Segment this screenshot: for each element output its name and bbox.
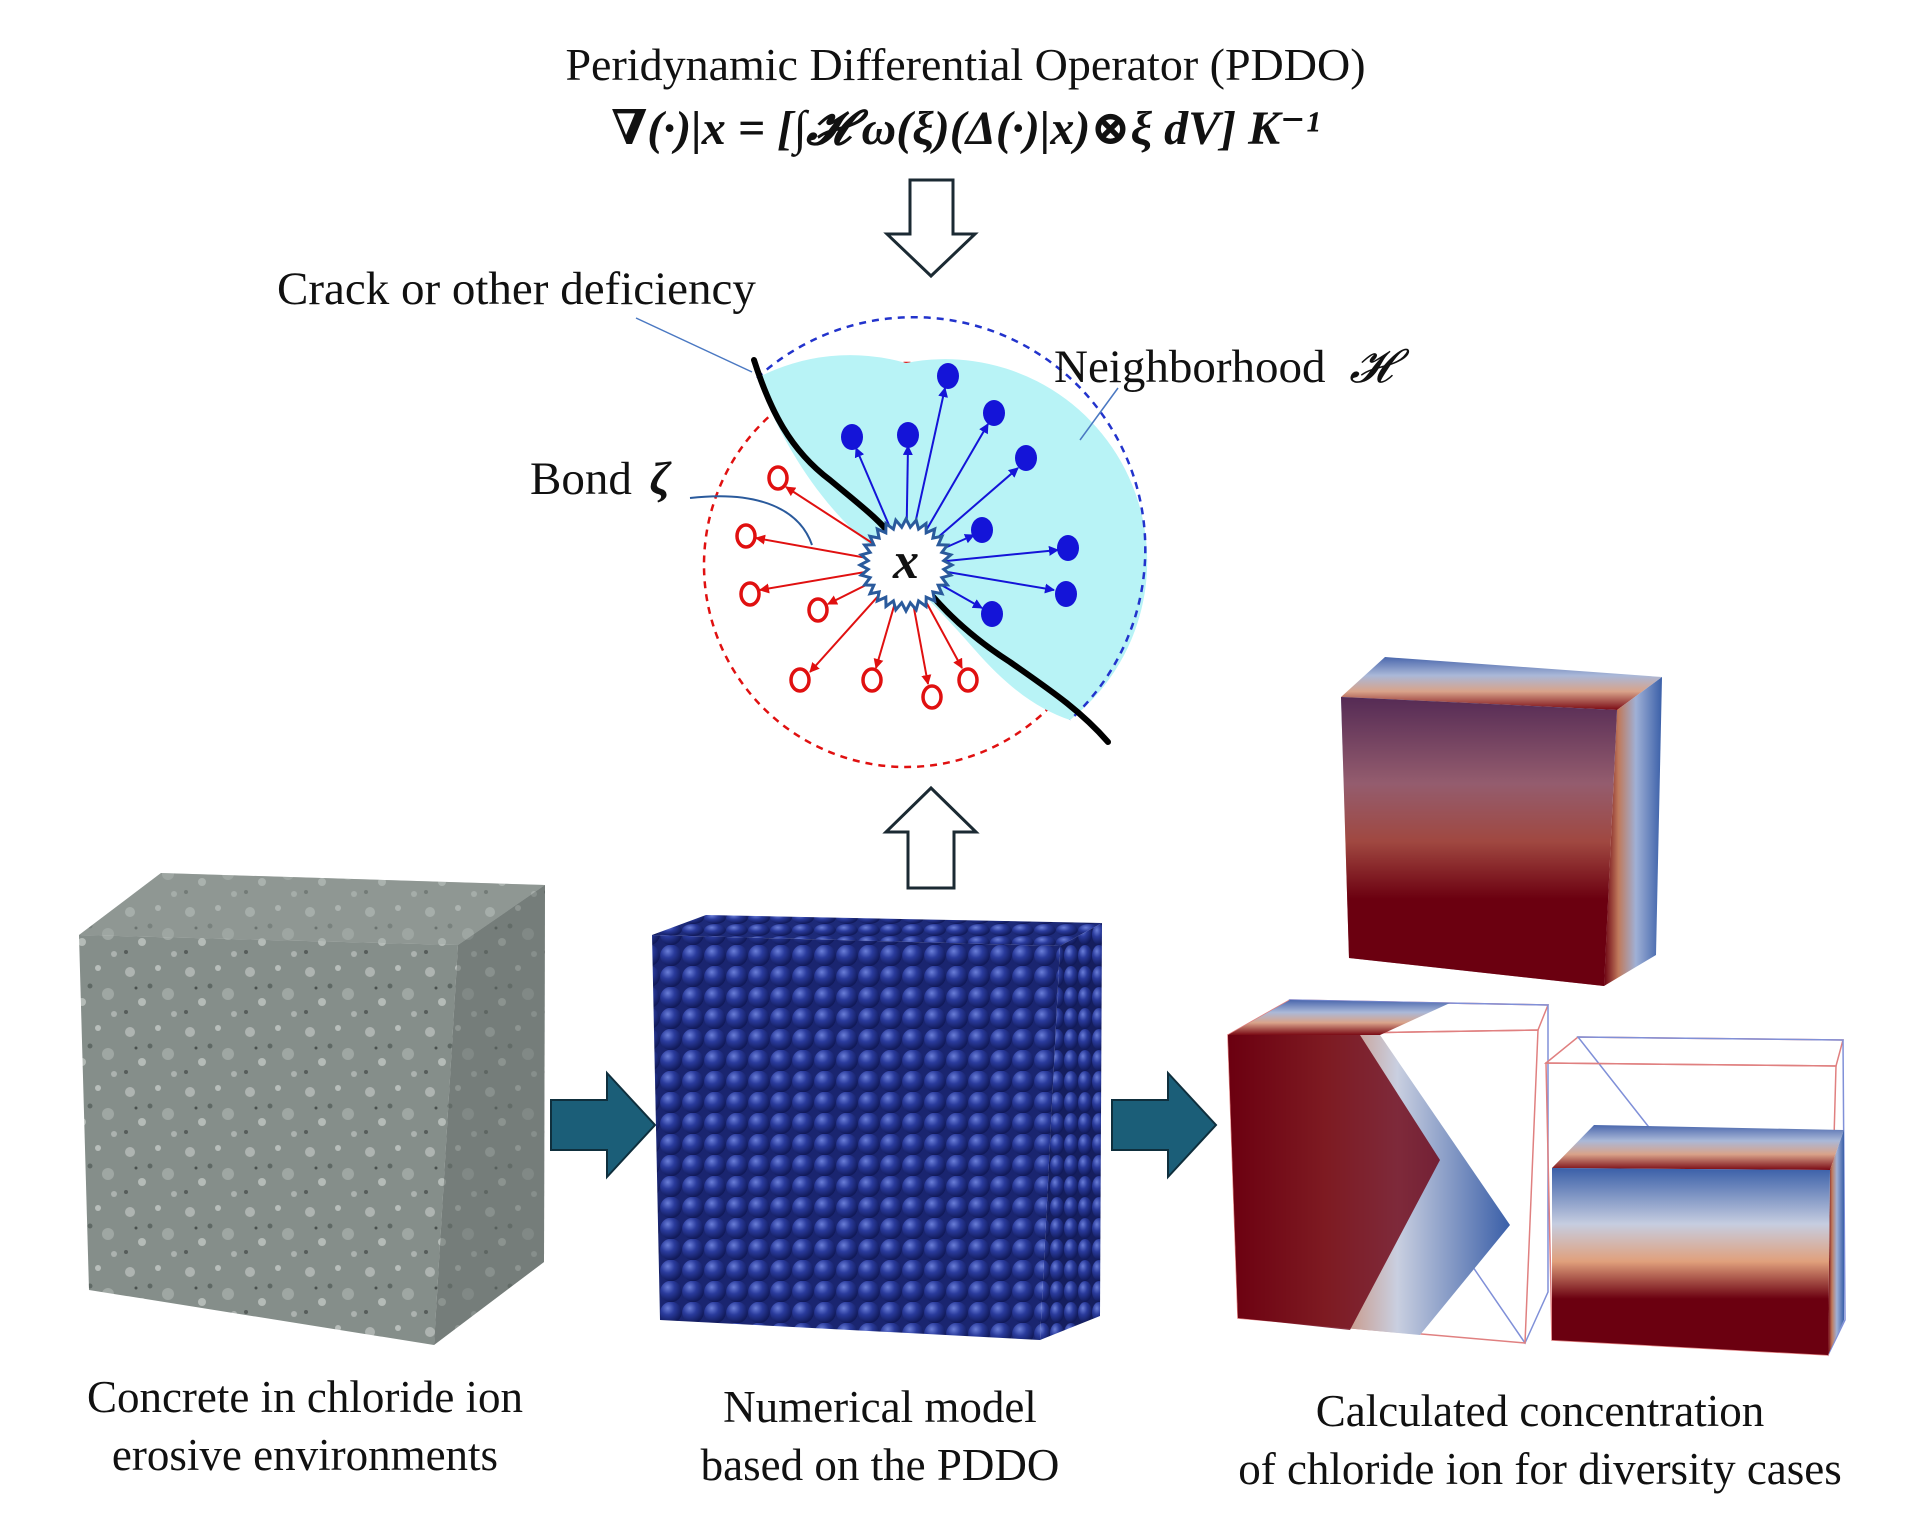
bond-symbol: ζ [649, 453, 671, 505]
neighborhood-label: Neighborhood 𝓗 [1054, 340, 1392, 395]
result-caption-line-2: of chloride ion for diversity cases [1238, 1444, 1842, 1494]
model-caption-line-2: based on the PDDO [700, 1440, 1060, 1490]
neighborhood-leader-line [1079, 387, 1119, 441]
concrete-caption-line-1: Concrete in chloride ion [86, 1372, 524, 1422]
flow-arrow-1 [550, 1070, 657, 1180]
intact-points [841, 363, 1079, 627]
flow-arrow-2 [1111, 1070, 1218, 1180]
particle-cube [652, 915, 1102, 1340]
hollow-down-arrow [883, 178, 979, 279]
pddo-formula: ∇(·)|x = [∫𝓗 ω(ξ)(Δ(·)|x)⊗ξ dV] K⁻¹ [611, 102, 1320, 155]
concrete-cube [79, 873, 545, 1345]
concrete-caption: Concrete in chloride ion erosive environ… [20, 1368, 590, 1484]
pddo-title: Peridynamic Differential Operator (PDDO) [565, 39, 1366, 90]
neighborhood-label-text: Neighborhood [1054, 341, 1326, 393]
result-cube-top [1341, 657, 1662, 986]
center-point-label: x [893, 533, 919, 590]
bond-label: Bond ζ [530, 452, 670, 506]
broken-points [735, 465, 979, 710]
crack-leader-line [635, 317, 753, 373]
result-cube-diagonal [1227, 999, 1550, 1345]
center-point [856, 515, 956, 615]
bond-label-text: Bond [530, 453, 632, 505]
result-cube-slab [1543, 1036, 1846, 1357]
neighborhood-diagram [635, 315, 1148, 769]
neighborhood-symbol: 𝓗 [1349, 341, 1392, 393]
model-caption-line-1: Numerical model [723, 1382, 1037, 1432]
model-caption: Numerical model based on the PDDO [620, 1378, 1140, 1494]
result-caption-line-1: Calculated concentration [1315, 1386, 1765, 1436]
result-caption: Calculated concentration of chloride ion… [1160, 1382, 1920, 1498]
hollow-up-arrow [882, 785, 980, 890]
bond-leader-line [689, 495, 813, 546]
crack-label: Crack or other deficiency [277, 263, 756, 315]
concrete-caption-line-2: erosive environments [111, 1430, 499, 1480]
